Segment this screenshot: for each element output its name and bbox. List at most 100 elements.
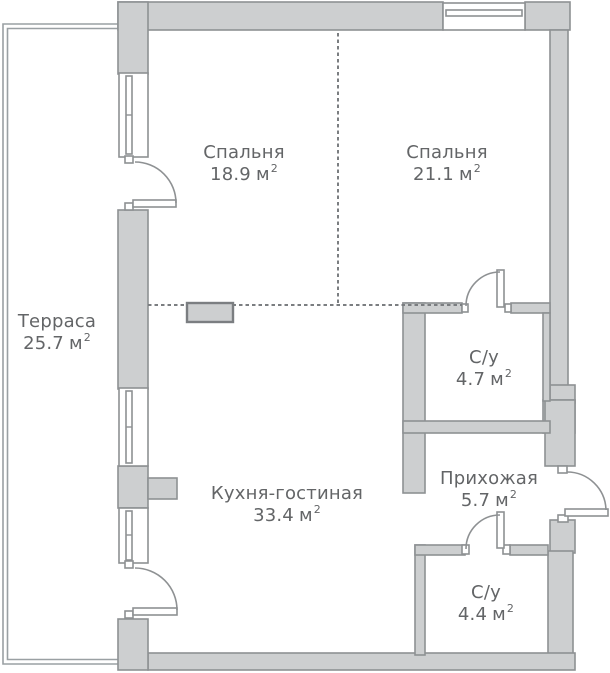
wall-segment [147,652,576,671]
window-left-3 [118,507,149,564]
area-value: 21.1 [413,164,454,185]
area-value: 5.7 [460,490,491,511]
wall-segment [549,29,569,388]
room-name: С/у [469,347,499,368]
door-swing-arc [134,161,177,204]
area-unit: м [298,505,313,526]
area-value: 18.9 [210,164,251,185]
wall-segment [547,550,574,656]
door-swing-arc [134,567,178,611]
door-hinge [502,544,511,555]
door-leaf [132,607,178,616]
door-leaf [564,508,609,517]
area-sup: 2 [270,162,278,175]
walls [117,1,576,671]
door-hinge [504,303,512,313]
area-value: 4.4 [457,604,488,625]
window-top [442,2,526,31]
door-hinge [557,465,568,474]
door-leaf [132,199,177,208]
window-frame [118,387,149,467]
door-entrance [557,465,609,523]
area-unit: м [495,490,509,511]
door-swing-arc [566,471,607,511]
wall-segment [402,420,551,434]
room-name: Кухня-гостиная [210,483,364,504]
room-name: Терраса [17,311,97,332]
area-unit: м [458,164,473,185]
room-name: Прихожая [440,468,538,489]
terrace-railing-inner [6,27,118,661]
window-glazing [445,9,523,17]
wall-segment [414,544,466,556]
window-left-1 [118,72,149,158]
area-value: 25.7 [23,333,64,354]
door-hinge [124,202,134,211]
wall-segment [549,519,576,554]
door-terrace-kitchen [124,560,178,619]
area-value: 33.4 [253,505,294,526]
wall-segment [509,544,549,556]
area-sup: 2 [506,602,515,615]
wall-segment [524,1,571,31]
door-jamb [124,560,134,569]
door-hinge [557,514,569,523]
room-name: С/у [471,582,501,603]
door-leaf [496,511,505,549]
area-sup: 2 [473,162,481,175]
area-unit: м [255,164,270,185]
wall-segment [402,302,426,494]
wall-segment [510,302,551,314]
door-jamb [124,155,134,164]
wall-segment [402,302,463,314]
door-bathroom-2 [461,511,511,555]
wall-segment [117,465,149,509]
area-unit: м [492,604,506,625]
door-hinge [461,303,469,313]
terrace-railing [2,23,118,665]
area-sup: 2 [504,367,513,380]
window-left-2 [118,387,149,467]
door-bedroom-1 [124,155,177,211]
room-name: Спальня [406,142,488,163]
partition-wall-stub [185,301,235,324]
area-value: 4.7 [455,369,486,390]
window-frame [118,507,149,564]
area-sup: 2 [313,503,321,516]
wall-segment [117,209,149,390]
wall-segment [117,618,149,671]
door-leaf [496,269,505,308]
door-swing-arc [465,514,501,550]
area-unit: м [68,333,83,354]
wall-segment [117,1,444,31]
wall-segment [117,1,149,75]
window-frame [118,72,149,158]
area-unit: м [490,369,504,390]
area-sup: 2 [509,488,518,501]
room-name: Спальня [203,142,285,163]
door-hinge [124,610,134,619]
doors [124,155,609,619]
terrace-railing-outer [2,23,118,665]
wall-segment [542,312,551,402]
wall-pier [147,477,178,500]
wall-segment [414,544,426,656]
door-swing-arc [465,271,501,307]
area-sup: 2 [83,331,91,344]
door-bathroom-1 [461,269,512,313]
